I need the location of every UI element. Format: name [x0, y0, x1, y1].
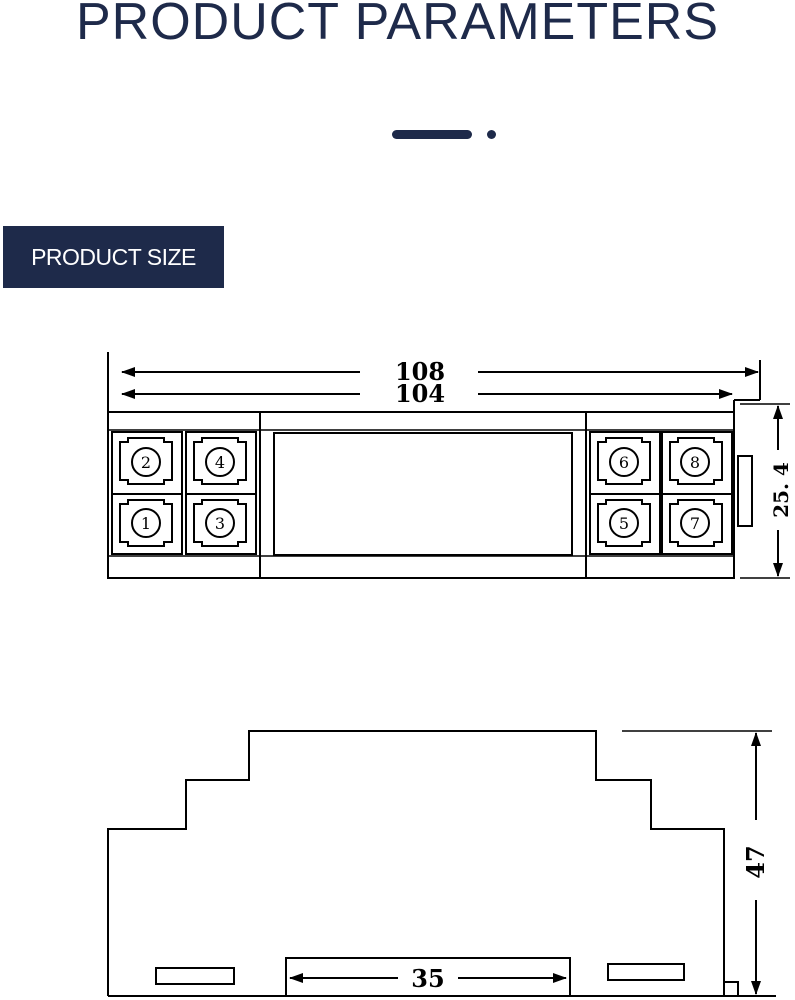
right-clip-slot	[607, 963, 685, 981]
left-terminal-group	[111, 431, 257, 555]
terminal-2-label: 2	[141, 453, 151, 472]
dim-inner-width-label: 104	[395, 379, 445, 408]
terminal-3-label: 3	[215, 514, 225, 533]
section-badge: PRODUCT SIZE	[3, 226, 224, 288]
terminal-7-label: 7	[690, 514, 700, 533]
terminal-6-label: 6	[619, 453, 629, 472]
module-profile-outline	[107, 730, 725, 996]
dim-height-label: 47	[741, 845, 770, 878]
dim-rail-width-label: 35	[411, 964, 444, 993]
din-rail-recess	[285, 957, 571, 996]
page-title: PRODUCT PARAMETERS	[75, 0, 720, 51]
title-divider-dot	[487, 130, 496, 139]
dim-depth-label: 25. 4	[769, 462, 793, 518]
right-terminal-group	[589, 431, 733, 555]
dim-overall-width-label: 108	[395, 357, 445, 386]
terminal-8-label: 8	[690, 453, 700, 472]
top-view	[107, 352, 790, 579]
front-panel-frame	[259, 411, 587, 579]
title-divider-bar	[392, 130, 472, 139]
left-clip-slot	[155, 967, 235, 985]
side-view	[107, 730, 776, 997]
rail-latch	[723, 981, 739, 997]
din-clip-tab	[737, 455, 753, 527]
terminal-5-label: 5	[619, 514, 629, 533]
display-window	[273, 432, 573, 556]
terminal-4-label: 4	[215, 453, 225, 472]
terminal-labels: 2 4 1 3 6 8 5 7	[141, 453, 700, 533]
terminal-1-label: 1	[141, 514, 151, 533]
